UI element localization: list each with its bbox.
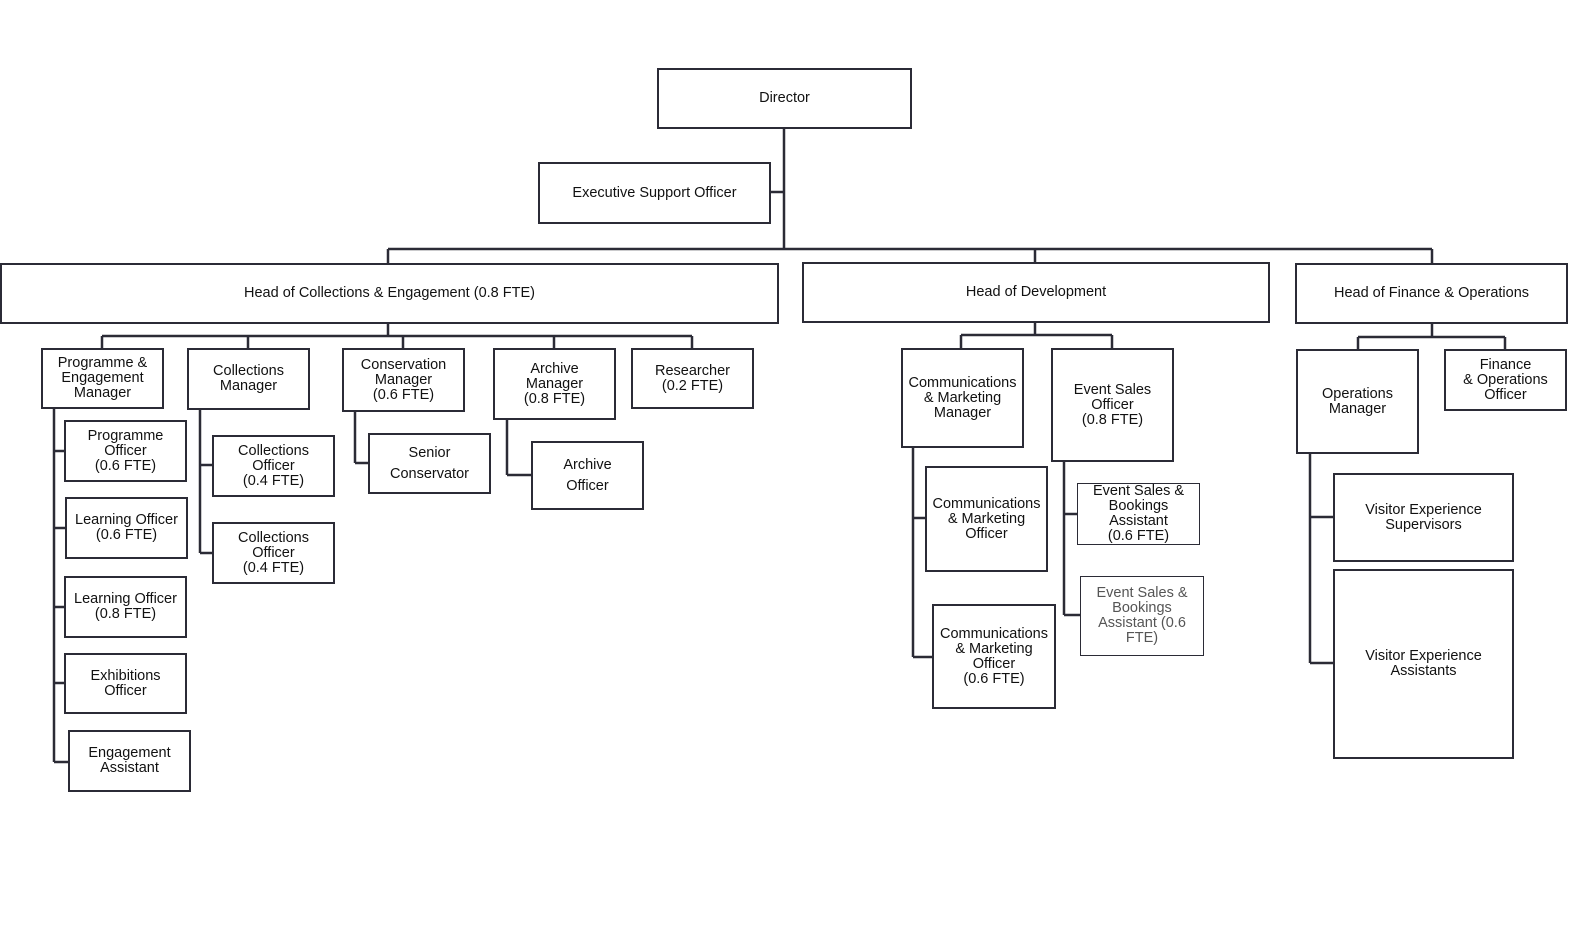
engagement-assistant-box: Engagement Assistant <box>68 730 191 792</box>
programme-manager-box: Programme & Engagement Manager <box>41 348 164 409</box>
archive-officer-box: Archive Officer <box>531 441 644 510</box>
comms-marketing-manager-box: Communications & Marketing Manager <box>901 348 1024 448</box>
finance-operations-officer-box: Finance & Operations Officer <box>1444 349 1567 411</box>
conservation-manager-box: Conservation Manager (0.6 FTE) <box>342 348 465 412</box>
comms-marketing-officer-box: Communications & Marketing Officer <box>925 466 1048 572</box>
researcher-box: Researcher (0.2 FTE) <box>631 348 754 409</box>
event-sales-assistant-1-box: Event Sales & Bookings Assistant (0.6 FT… <box>1077 483 1200 545</box>
learning-officer-08-box: Learning Officer (0.8 FTE) <box>64 576 187 638</box>
operations-manager-box: Operations Manager <box>1296 349 1419 454</box>
head-of-development-box: Head of Development <box>802 262 1270 323</box>
collections-officer-1-box: Collections Officer (0.4 FTE) <box>212 435 335 497</box>
executive-support-officer-box: Executive Support Officer <box>538 162 771 224</box>
archive-manager-box: Archive Manager (0.8 FTE) <box>493 348 616 420</box>
visitor-experience-assistants-box: Visitor Experience Assistants <box>1333 569 1514 759</box>
director-box: Director <box>657 68 912 129</box>
head-of-collections-box: Head of Collections & Engagement (0.8 FT… <box>0 263 779 324</box>
event-sales-assistant-2-box: Event Sales & Bookings Assistant (0.6 FT… <box>1080 576 1204 656</box>
collections-manager-box: Collections Manager <box>187 348 310 410</box>
learning-officer-06-box: Learning Officer (0.6 FTE) <box>65 497 188 559</box>
head-of-finance-box: Head of Finance & Operations <box>1295 263 1568 324</box>
visitor-experience-supervisors-box: Visitor Experience Supervisors <box>1333 473 1514 562</box>
event-sales-officer-box: Event Sales Officer (0.8 FTE) <box>1051 348 1174 462</box>
senior-conservator-box: Senior Conservator <box>368 433 491 494</box>
programme-officer-box: Programme Officer (0.6 FTE) <box>64 420 187 482</box>
collections-officer-2-box: Collections Officer (0.4 FTE) <box>212 522 335 584</box>
comms-marketing-officer-06-box: Communications & Marketing Officer (0.6 … <box>932 604 1056 709</box>
exhibitions-officer-box: Exhibitions Officer <box>64 653 187 714</box>
